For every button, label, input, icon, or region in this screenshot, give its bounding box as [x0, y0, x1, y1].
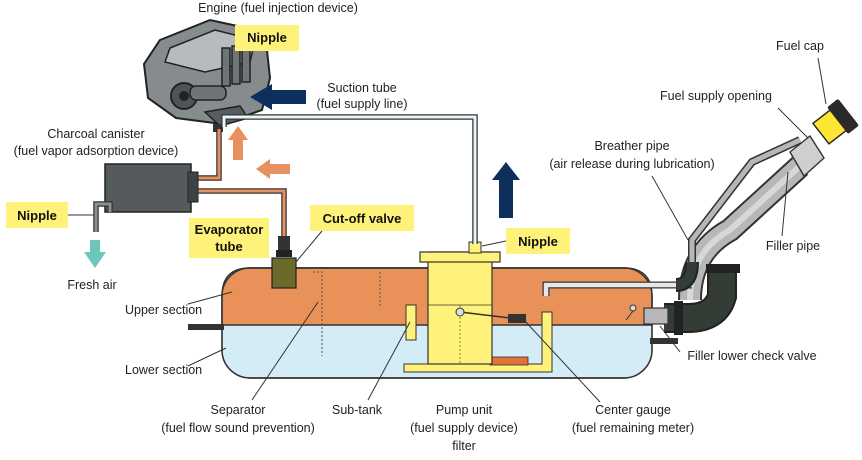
- breather-pipe: [542, 136, 802, 296]
- cutoff-valve-label-bg: [310, 205, 414, 231]
- center-gauge-label-1: Center gauge: [595, 403, 671, 417]
- canister-nipple-label: Nipple: [17, 208, 57, 223]
- engine-nipple-label-bg: [235, 25, 299, 51]
- pump-unit-label-1: Pump unit: [436, 403, 493, 417]
- upper-section-label: Upper section: [125, 303, 202, 317]
- fresh-air-arrow: [84, 240, 106, 268]
- cutoff-valve: [271, 236, 297, 289]
- separator: [313, 271, 381, 356]
- suction-tube: [221, 114, 478, 244]
- suction-direction-arrow: [250, 84, 306, 110]
- breather-pipe-label-2: (air release during lubrication): [549, 157, 714, 171]
- separator-label-1: Separator: [211, 403, 266, 417]
- fuel-tank: [188, 241, 678, 379]
- engine-nipple-label: Nipple: [247, 30, 287, 45]
- filler-check-valve-label: Filler lower check valve: [687, 349, 816, 363]
- pump-unit-label-2: (fuel supply device): [410, 421, 518, 435]
- evaporator-tube-label-bg: [189, 218, 269, 258]
- pump-nipple-label-bg: [506, 228, 570, 254]
- canister-label-2: (fuel vapor adsorption device): [14, 144, 179, 158]
- separator-label-2: (fuel flow sound prevention): [161, 421, 315, 435]
- vapor-arrow-left: [256, 159, 290, 179]
- fresh-air-label: Fresh air: [67, 278, 116, 292]
- evaporator-tube-label-1: Evaporator: [195, 222, 264, 237]
- canister-nipple-label-bg: [6, 202, 68, 228]
- pump-up-arrow: [492, 162, 520, 218]
- pump-nipple-label: Nipple: [518, 234, 558, 249]
- suction-tube-label-2: (fuel supply line): [316, 97, 407, 111]
- filler-pipe-label: Filler pipe: [766, 239, 820, 253]
- filler-pipe: [643, 134, 825, 335]
- vapor-arrow-up: [228, 126, 248, 160]
- suction-tube-label-1: Suction tube: [327, 81, 397, 95]
- fuel-cap-label: Fuel cap: [776, 39, 824, 53]
- breather-pipe-label-1: Breather pipe: [594, 139, 669, 153]
- pump-unit-label-3: filter: [452, 439, 476, 453]
- center-gauge-label-2: (fuel remaining meter): [572, 421, 694, 435]
- engine-label: Engine (fuel injection device): [198, 1, 358, 15]
- canister-label-1: Charcoal canister: [47, 127, 144, 141]
- fuel-cap-icon: [811, 99, 859, 145]
- evaporator-tube: [192, 129, 287, 238]
- charcoal-canister: [93, 163, 199, 232]
- sub-tank-label: Sub-tank: [332, 403, 383, 417]
- cutoff-valve-label: Cut-off valve: [323, 211, 402, 226]
- pump-unit: [419, 241, 501, 365]
- lower-section-label: Lower section: [125, 363, 202, 377]
- center-gauge: [455, 307, 526, 323]
- evaporator-tube-label-2: tube: [215, 239, 242, 254]
- fuel-supply-opening-label: Fuel supply opening: [660, 89, 772, 103]
- sub-tank: [405, 304, 417, 341]
